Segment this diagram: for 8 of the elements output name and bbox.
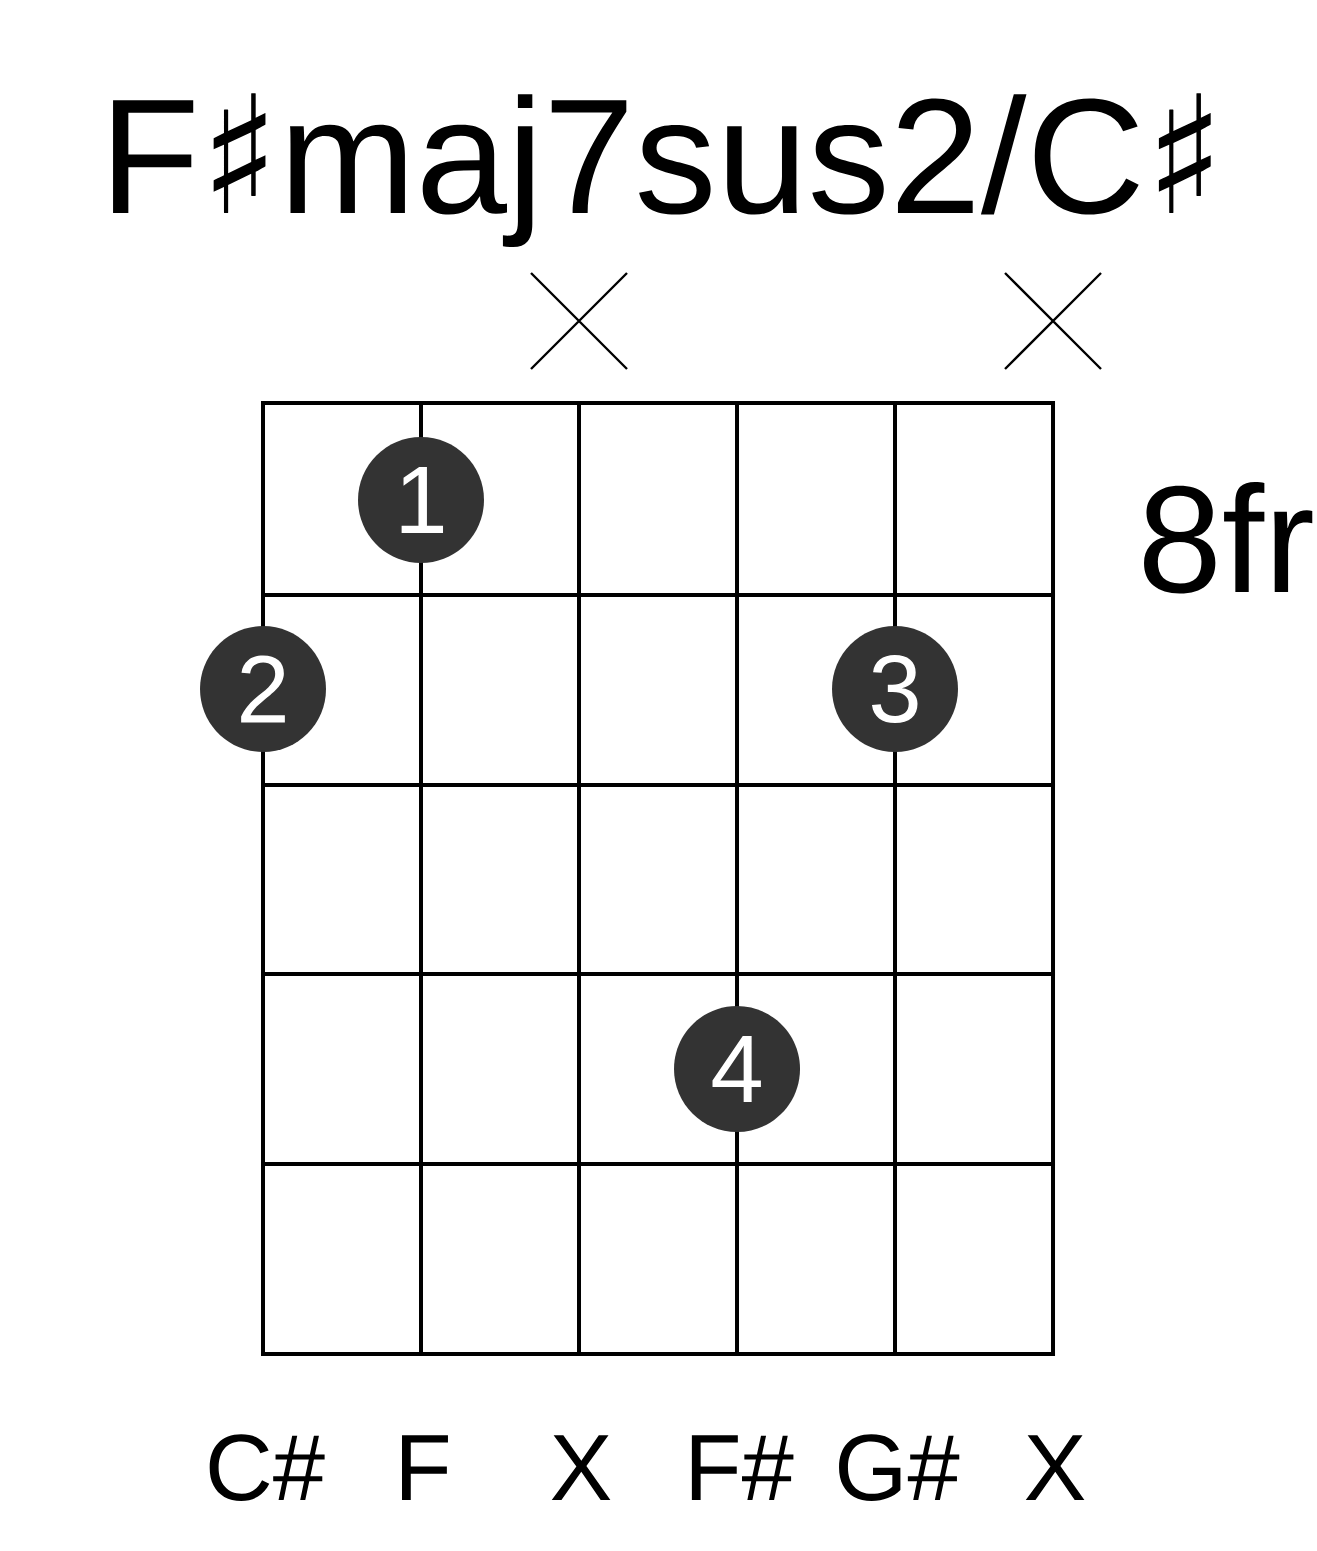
string-note-label: F# [691, 1435, 794, 1500]
string-note-label: F [402, 1435, 448, 1500]
string-note-label: C# [209, 1434, 325, 1501]
string-note-label: G# [839, 1434, 960, 1501]
string-note-label: X [551, 1435, 611, 1500]
string-note-label: X [1025, 1435, 1085, 1500]
chord-title: F♯maj7sus2/C♯ [113, 93, 1211, 248]
fret-position-label: 8fr [1144, 482, 1313, 594]
